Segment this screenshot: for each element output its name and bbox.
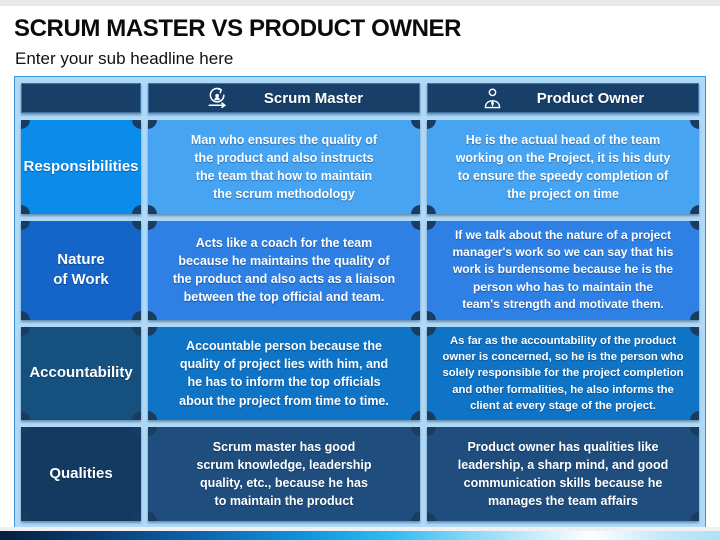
comparison-table: Scrum Master Product Owner Responsibilit… [14, 76, 706, 528]
column-header-label: Product Owner [536, 89, 645, 107]
column-header-product-owner: Product Owner [427, 83, 699, 113]
cell-qualities-scrum-master: Scrum master has good scrum knowledge, l… [148, 427, 420, 521]
row-label-qualities: Qualities [21, 427, 141, 521]
cell-qualities-product-owner: Product owner has qualities like leaders… [427, 427, 699, 521]
cell-responsibilities-product-owner: He is the actual head of the team workin… [427, 120, 699, 214]
row-label-accountability: Accountability [21, 327, 141, 421]
cell-accountability-product-owner: As far as the accountability of the prod… [427, 327, 699, 421]
column-header-label: Scrum Master [263, 89, 364, 107]
person-tie-icon [482, 87, 503, 110]
cell-nature-of-work-scrum-master: Acts like a coach for the team because h… [148, 221, 420, 320]
scrum-cycle-icon [205, 86, 230, 110]
corner-header-cell [21, 83, 141, 113]
row-label-nature-of-work: Nature of Work [21, 221, 141, 320]
slide-subtitle: Enter your sub headline here [15, 49, 234, 68]
column-header-scrum-master: Scrum Master [148, 83, 420, 113]
cell-accountability-scrum-master: Accountable person because the quality o… [148, 327, 420, 421]
top-border-strip [0, 0, 720, 6]
cell-responsibilities-scrum-master: Man who ensures the quality of the produ… [148, 120, 420, 214]
row-label-responsibilities: Responsibilities [21, 120, 141, 214]
cell-nature-of-work-product-owner: If we talk about the nature of a project… [427, 221, 699, 320]
footer-gap [0, 527, 720, 531]
slide-title: SCRUM MASTER VS PRODUCT OWNER [14, 15, 462, 42]
footer-accent-bar [0, 531, 720, 540]
